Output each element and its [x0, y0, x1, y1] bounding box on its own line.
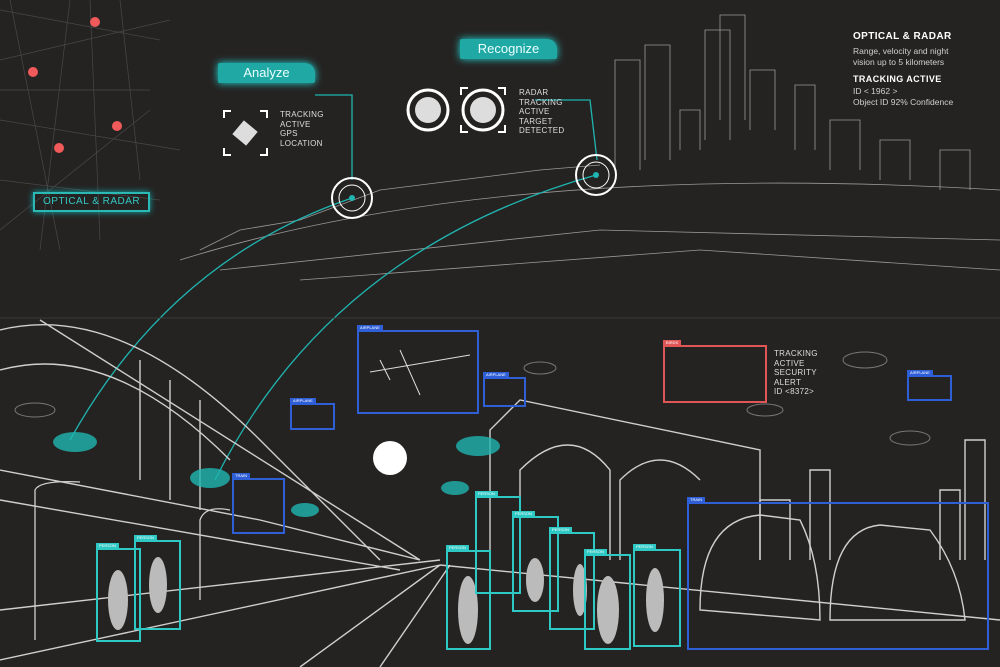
- detection-tag: PERSON: [584, 549, 607, 555]
- detection-tag: AIRPLANE: [907, 370, 933, 376]
- detection-tag: PERSON: [96, 543, 119, 549]
- airplane-detection-box[interactable]: AIRPLANE: [907, 370, 952, 401]
- bridge-structure: [0, 319, 1000, 667]
- person-detection-box[interactable]: PERSON: [446, 545, 491, 650]
- alert-line: ID <8372>: [774, 387, 815, 396]
- info-description: vision up to 5 kilometers: [853, 57, 945, 67]
- radar-lenses: [406, 87, 506, 133]
- train-detection-box[interactable]: TRAIN: [687, 497, 989, 650]
- alert-line: SECURITY: [774, 368, 817, 377]
- clouds: [14, 351, 931, 446]
- wifi-sensors: [53, 432, 500, 517]
- alert-line: ALERT: [774, 377, 802, 387]
- birds-detection-box[interactable]: BIRDS: [663, 340, 767, 403]
- detection-tag: AIRPLANE: [357, 325, 383, 331]
- detection-tag: TRAIN: [687, 497, 705, 503]
- gps-line: GPS: [280, 129, 298, 138]
- tracking-status: TRACKING ACTIVE: [853, 74, 942, 84]
- info-description: Range, velocity and night: [853, 46, 949, 56]
- airplane-detection-box[interactable]: AIRPLANE: [483, 372, 526, 407]
- person-detection-box[interactable]: PERSON: [512, 511, 559, 612]
- people-silhouettes: [108, 557, 664, 644]
- confidence: Object ID 92% Confidence: [853, 97, 954, 107]
- recognize-button[interactable]: Recognize: [460, 39, 557, 59]
- person-detection-box[interactable]: PERSON: [134, 535, 181, 630]
- info-panel: OPTICAL & RADAR Range, velocity and nigh…: [853, 31, 953, 108]
- radar-status: RADAR TRACKING ACTIVE TARGET DETECTED: [519, 88, 565, 136]
- radar-line: ACTIVE: [519, 107, 550, 116]
- satellite-icon: [223, 110, 268, 156]
- gps-line: TRACKING: [280, 110, 324, 119]
- detection-tag: BIRDS: [663, 340, 682, 346]
- street-lamps: [34, 481, 231, 640]
- radar-line: DETECTED: [519, 126, 565, 135]
- optical-radar-button[interactable]: OPTICAL & RADAR: [33, 192, 151, 212]
- detection-tag: AIRPLANE: [483, 372, 509, 378]
- analyze-button[interactable]: Analyze: [218, 63, 315, 83]
- alert-line: TRACKING: [774, 349, 818, 358]
- city-skyline: [179, 14, 1000, 281]
- detection-tag: PERSON: [134, 535, 157, 541]
- radar-line: TRACKING: [519, 97, 563, 107]
- detection-tag: PERSON: [446, 545, 469, 551]
- city-map: [0, 0, 181, 251]
- gps-line: LOCATION: [280, 138, 323, 148]
- gps-status: TRACKING ACTIVE GPS LOCATION: [280, 110, 324, 148]
- detection-tag: PERSON: [633, 544, 656, 550]
- detection-tag: PERSON: [549, 527, 572, 533]
- target-circles: [331, 154, 617, 219]
- radar-line: RADAR: [519, 88, 549, 97]
- alert-line: ACTIVE: [774, 358, 805, 368]
- gps-line: ACTIVE: [280, 119, 311, 129]
- detection-tag: TRAIN: [232, 473, 250, 479]
- detection-tag: PERSON: [475, 491, 498, 497]
- train-detection-box[interactable]: TRAIN: [232, 473, 285, 534]
- detection-tag: PERSON: [512, 511, 535, 517]
- security-alert-text: TRACKING ACTIVE SECURITY ALERT ID <8372>: [774, 349, 818, 397]
- moon: [373, 441, 407, 475]
- airplane-detection-box[interactable]: AIRPLANE: [357, 325, 479, 414]
- radar-line: TARGET: [519, 116, 553, 126]
- object-id: ID < 1962 >: [853, 86, 898, 96]
- person-detection-box[interactable]: PERSON: [96, 543, 141, 642]
- person-detection-box[interactable]: PERSON: [584, 549, 631, 650]
- info-title: OPTICAL & RADAR: [853, 31, 952, 42]
- detection-tag: AIRPLANE: [290, 398, 316, 404]
- person-detection-box[interactable]: PERSON: [549, 527, 595, 630]
- person-detection-box[interactable]: PERSON: [475, 491, 521, 594]
- map-markers: [28, 17, 122, 153]
- tracking-arcs: [69, 94, 598, 481]
- airplane-drawing: [369, 349, 471, 396]
- person-detection-box[interactable]: PERSON: [633, 544, 681, 647]
- airplane-detection-box[interactable]: AIRPLANE: [290, 398, 335, 430]
